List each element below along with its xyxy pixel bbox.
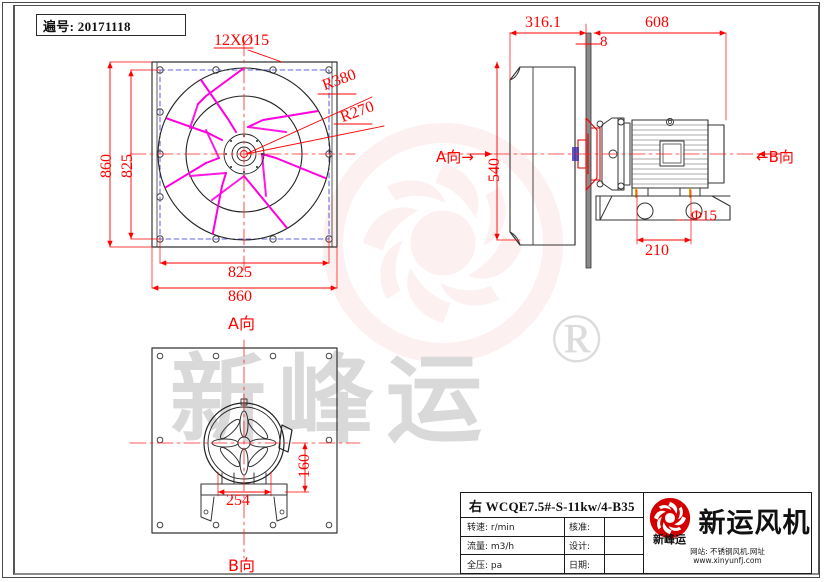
spec-value-date[interactable] <box>605 555 643 573</box>
spec-label-pressure: 全压: pa <box>461 555 565 574</box>
dim-bottom-offset: 160 <box>296 454 313 478</box>
spec-field-date: 日期: <box>565 555 605 574</box>
dim-bottom-span: 254 <box>226 492 250 509</box>
brand-name: 新运风机 <box>698 508 811 540</box>
dim-depth-right: 608 <box>645 14 669 31</box>
table-row: 流量: m3/h 设计: <box>461 536 643 556</box>
dim-front-height-inner: 825 <box>119 154 136 178</box>
fan-logo-icon <box>649 497 690 538</box>
spec-field-approved: 核准: <box>565 518 605 536</box>
drawing-number-text: 遍号: 20171118 <box>43 18 131 34</box>
table-row: 全压: pa 日期: <box>461 555 643 574</box>
drawing-number-box: 遍号: 20171118 <box>36 14 186 36</box>
spec-value-designer[interactable] <box>605 537 643 555</box>
spec-value-approved[interactable] <box>605 518 643 536</box>
view-arrow-b: ←B向 <box>756 148 794 166</box>
brand-website: 网站: 不锈钢风机.网址 www.xinyunfj.com <box>690 547 765 566</box>
dim-front-height-outer: 860 <box>98 154 115 178</box>
view-arrow-a: A向→ <box>436 148 474 166</box>
dim-front-width-inner: 825 <box>228 264 252 281</box>
dim-center-height: 540 <box>486 158 503 182</box>
front-view <box>107 39 385 291</box>
dim-depth-left: 316.1 <box>525 14 561 31</box>
company-logo: 新峰运 <box>645 497 695 546</box>
dim-plate-thickness: 8 <box>600 34 608 50</box>
dim-base-hole: Φ15 <box>691 208 717 224</box>
view-label-a: A向 <box>228 314 255 333</box>
spec-rows: 转速: r/min 核准: 流量: m3/h 设计: 全压: pa 日期: <box>461 518 643 574</box>
brand-web-line2: www.xinyunfj.com <box>693 556 762 565</box>
dim-base-width: 210 <box>645 242 669 259</box>
side-view <box>439 23 791 269</box>
spec-label-flow: 流量: m3/h <box>461 536 565 555</box>
table-row: 转速: r/min 核准: <box>461 518 643 537</box>
model-designation: 右 WCQE7.5#-S-11kw/4-B35 <box>461 493 643 518</box>
sheet-inner-border <box>13 5 819 575</box>
title-block-brand: 新峰运 新运风机 网站: 不锈钢风机.网址 www.xinyunfj.com <box>644 493 811 573</box>
brand-subtext: 新峰运 <box>653 532 686 546</box>
title-block-left: 右 WCQE7.5#-S-11kw/4-B35 转速: r/min 核准: 流量… <box>461 493 644 574</box>
bottom-view <box>129 339 361 559</box>
spec-field-designer: 设计: <box>565 536 605 555</box>
dim-front-width-outer: 860 <box>228 288 252 305</box>
brand-row: 新峰运 新运风机 <box>645 497 811 546</box>
brand-web-line1: 网站: 不锈钢风机.网址 <box>690 546 765 556</box>
title-block: 右 WCQE7.5#-S-11kw/4-B35 转速: r/min 核准: 流量… <box>460 492 812 574</box>
spec-label-speed: 转速: r/min <box>461 518 565 536</box>
dim-hole-callout: 12XØ15 <box>214 32 270 49</box>
view-label-b: B向 <box>228 556 255 575</box>
